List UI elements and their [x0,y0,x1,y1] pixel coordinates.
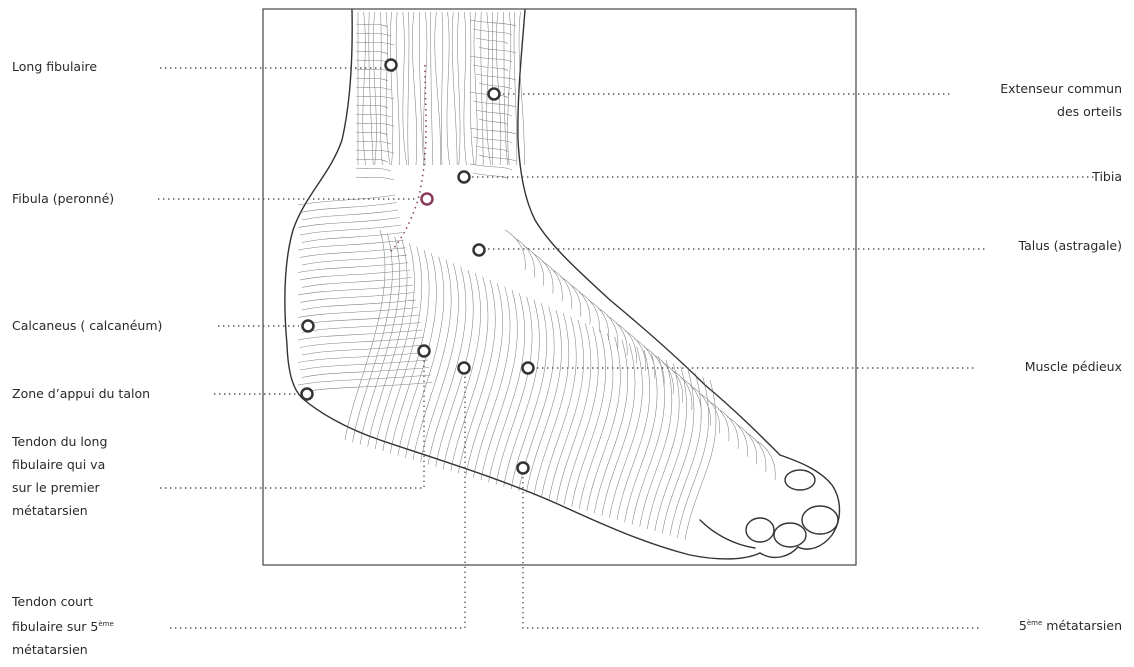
label-muscle-pedieux: Muscle pédieux [1025,356,1122,378]
label-tendon-long-line2: fibulaire qui va [12,453,107,476]
label-tendon-court-fibulaire: Tendon court fibulaire sur 5ème métatars… [12,590,114,661]
label-talus: Talus (astragale) [1019,235,1123,257]
label-tibia: Tibia [1092,166,1122,188]
label-tendon-court-line2: fibulaire sur 5ème [12,613,114,638]
label-extenseur-line1: Extenseur commun [1000,77,1122,100]
marker-fibula [422,194,433,205]
label-zone-appui: Zone d’appui du talon [12,383,150,405]
label-extenseur: Extenseur commun des orteils [1000,77,1122,123]
label-tendon-long-fibulaire: Tendon du long fibulaire qui va sur le p… [12,430,107,522]
label-tendon-court-line1: Tendon court [12,590,114,613]
label-tendon-court-line3: métatarsien [12,638,114,661]
marker-long-fibulaire [386,60,397,71]
marker-muscle-pedieux [523,363,534,374]
marker-tendon-court [459,363,470,374]
hatching-lines [298,12,775,540]
hatching-strokes [298,12,775,540]
marker-tibia [459,172,470,183]
label-extenseur-line2: des orteils [1000,100,1122,123]
foot-outline [285,10,840,559]
marker-zone-appui [302,389,313,400]
label-fibula: Fibula (peronné) [12,188,114,210]
leader-5eme-metatarsien [523,477,980,628]
marker-tendon-long [419,346,430,357]
illustration-frame [263,9,856,565]
marker-5eme-metatarsien [518,463,529,474]
leader-tendon-court [170,376,465,628]
label-calcaneus: Calcaneus ( calcanéum) [12,315,162,337]
label-tendon-long-line3: sur le premier [12,476,107,499]
marker-extenseur [489,89,500,100]
label-tendon-long-line1: Tendon du long [12,430,107,453]
marker-calcaneus [303,321,314,332]
label-5eme-metatarsien: 5ème métatarsien [1019,612,1122,637]
label-long-fibulaire: Long fibulaire [12,56,97,78]
label-tendon-long-line4: métatarsien [12,499,107,522]
marker-talus [474,245,485,256]
